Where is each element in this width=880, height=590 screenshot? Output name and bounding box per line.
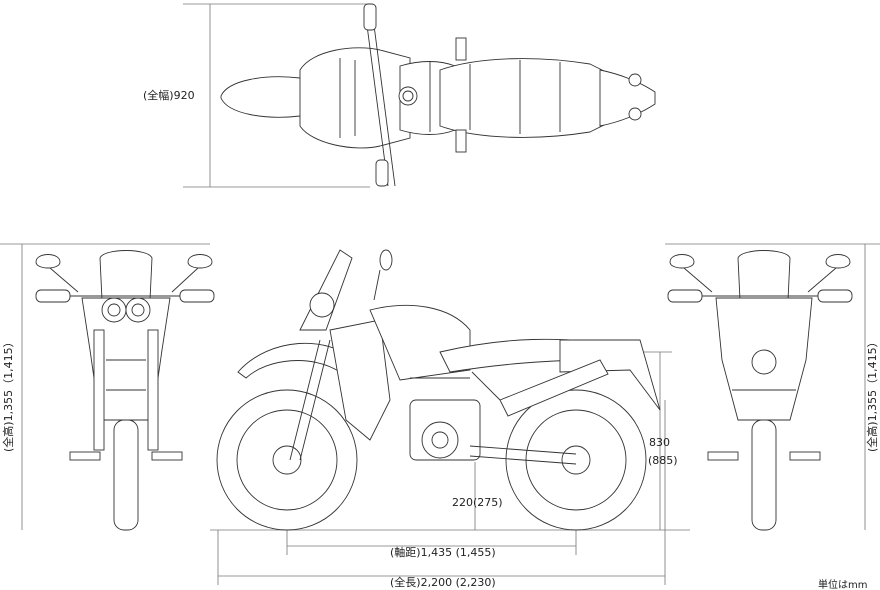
rear-view-footpeg-right <box>789 451 821 461</box>
unit-label: 単位はmm <box>818 580 868 590</box>
top-view-footpeg-right <box>455 129 467 153</box>
top-view-handlebar <box>364 9 389 187</box>
side-view-exhaust <box>499 359 609 417</box>
side-view-fork <box>289 339 321 461</box>
top-view-mirror-right <box>375 159 389 187</box>
rear-view-windscreen <box>737 250 791 301</box>
top-view-tail <box>599 69 656 127</box>
side-view-mirror <box>379 249 393 271</box>
front-view-fork-left <box>93 329 105 451</box>
side-view-engine <box>409 399 481 461</box>
front-view-handguard-right <box>179 289 215 303</box>
seat-height-alt-label: (885) <box>648 454 678 467</box>
side-view-rear-wheel <box>505 389 647 531</box>
ground-clearance-label: 220(275) <box>452 496 503 509</box>
front-view-mirror-right <box>187 254 213 269</box>
rear-view-mirror-left <box>669 254 695 269</box>
front-view-mirror-left <box>35 254 61 269</box>
width-label: (全幅)920 <box>143 89 195 102</box>
rear-view-footpeg-left <box>707 451 739 461</box>
height-left-label: (全高)1,355（1,415） <box>2 336 15 452</box>
length-label: (全長)2,200 (2,230) <box>390 576 496 589</box>
front-view-windscreen <box>99 250 153 301</box>
front-view-footpeg-right <box>151 451 183 461</box>
front-view-tire <box>113 419 139 531</box>
rear-view-handguard-left <box>667 289 703 303</box>
side-view-mirror-stem <box>373 269 381 301</box>
top-view-mirror-left <box>363 3 377 31</box>
side-view-swingarm <box>469 455 577 465</box>
side-view-front-wheel <box>216 389 358 531</box>
top-view-footpeg-left <box>455 37 467 61</box>
wheelbase-label: (軸距)1,435 (1,455) <box>390 546 496 559</box>
front-view-footpeg-left <box>69 451 101 461</box>
rear-view-mirror-right <box>825 254 851 269</box>
side-view-headlight <box>309 292 335 318</box>
rear-view-taillight <box>751 349 777 375</box>
side-view-fairing <box>329 319 391 441</box>
height-right-label: (全高)1,355（1,415） <box>866 336 879 452</box>
side-view-tail <box>559 339 661 411</box>
front-view-fork-right <box>147 329 159 451</box>
rear-view-handguard-right <box>817 289 853 303</box>
seat-height-label: 830 <box>649 436 670 449</box>
rear-view-tire <box>751 419 777 531</box>
front-view-handguard-left <box>35 289 71 303</box>
